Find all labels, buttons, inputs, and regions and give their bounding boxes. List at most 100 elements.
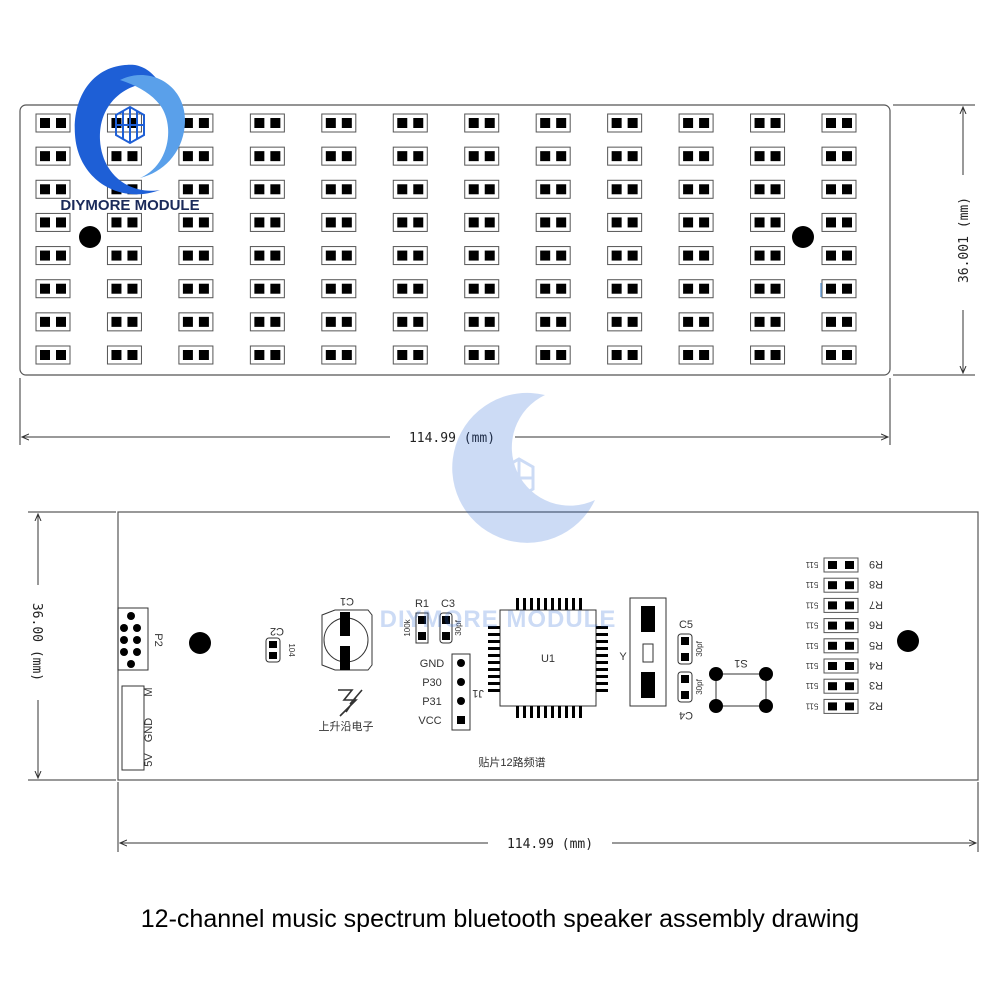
led-pad	[464, 246, 500, 266]
c2-value: 104	[287, 643, 296, 657]
led-pad	[750, 113, 786, 133]
led-pad	[607, 146, 643, 166]
led-pad	[821, 179, 857, 199]
led-pad	[249, 246, 285, 266]
power-connector: 5V GND M	[121, 685, 155, 771]
led-pad	[750, 146, 786, 166]
resistor-value: 511	[805, 560, 818, 569]
u1-pin	[488, 682, 500, 685]
led-pad	[178, 312, 214, 332]
led-pad	[607, 345, 643, 365]
led-pad	[321, 246, 357, 266]
mount-hole-left	[79, 226, 101, 248]
c3-value: 30pf	[454, 619, 463, 635]
resistor-value: 511	[805, 701, 818, 710]
led-pad	[392, 146, 428, 166]
r1-value: 100k	[403, 618, 412, 636]
u1-pin	[572, 598, 575, 610]
j1-header: GND P30 P31 VCC J1	[418, 653, 484, 731]
resistor-label: R2	[869, 699, 883, 711]
u1-pin	[488, 640, 500, 643]
bottom-mount-hole-right	[897, 630, 919, 652]
led-pad	[321, 146, 357, 166]
u1-pin	[558, 706, 561, 718]
u1-pin	[565, 706, 568, 718]
c5-c4-group: C5 30pf 30pf C4	[677, 619, 704, 721]
led-pad	[821, 113, 857, 133]
r1-c3-group: R1 C3 100k 30pf	[403, 598, 463, 644]
led-pad	[821, 312, 857, 332]
u1-pin	[523, 598, 526, 610]
led-pad	[35, 113, 71, 133]
led-pad	[392, 312, 428, 332]
led-pad	[392, 345, 428, 365]
p2-label: P2	[152, 633, 164, 646]
u1-pin	[579, 598, 582, 610]
u1-pin	[596, 633, 608, 636]
resistor-value: 511	[805, 681, 818, 690]
gnd-label: GND	[420, 658, 445, 670]
connector-5v-label: 5V	[143, 753, 155, 767]
u1-pin	[544, 598, 547, 610]
led-pad	[321, 312, 357, 332]
brand-logo: DIYMORE MODULE	[60, 64, 200, 214]
connector-m-label: M	[143, 687, 155, 696]
led-pad	[35, 212, 71, 232]
resistor-label: R7	[869, 598, 883, 610]
j1-label: J1	[472, 687, 484, 699]
led-pad	[821, 212, 857, 232]
led-pad	[106, 345, 142, 365]
u1-pin	[488, 647, 500, 650]
led-pad	[35, 312, 71, 332]
led-pad	[178, 246, 214, 266]
led-pad	[464, 113, 500, 133]
led-pad	[178, 345, 214, 365]
led-grid	[35, 113, 857, 365]
watermark: DIYMORE MODULE	[380, 392, 615, 633]
top-board-outline	[19, 104, 891, 376]
u1-pin	[558, 598, 561, 610]
u1-pin	[537, 706, 540, 718]
led-pad	[607, 212, 643, 232]
led-pad	[750, 279, 786, 299]
led-pad	[678, 113, 714, 133]
u1-pin	[551, 706, 554, 718]
led-pad	[321, 113, 357, 133]
led-pad	[35, 246, 71, 266]
top-width-dimension: 114.99 (mm)	[19, 378, 891, 446]
resistor-value: 511	[805, 641, 818, 650]
resistor-label: R4	[869, 659, 883, 671]
led-pad	[464, 179, 500, 199]
u1-pin	[596, 675, 608, 678]
u1-pin	[488, 675, 500, 678]
u1-pin	[596, 689, 608, 692]
c2-capacitor: C2 104	[265, 625, 296, 663]
led-pad	[535, 212, 571, 232]
u1-pin	[596, 654, 608, 657]
logo-text: DIYMORE MODULE	[60, 197, 199, 214]
led-pad	[535, 179, 571, 199]
c1-capacitor: C1	[321, 595, 373, 671]
u1-pin	[537, 598, 540, 610]
maker-logo: 上升沿电子	[319, 689, 374, 733]
board-name: 贴片12路频谱	[478, 755, 545, 769]
led-pad	[464, 212, 500, 232]
bottom-height-dimension: 36.00 (mm)	[28, 511, 116, 781]
resistor-value: 511	[805, 621, 818, 630]
p30-label: P30	[422, 677, 442, 689]
led-pad	[178, 279, 214, 299]
u1-pin	[596, 647, 608, 650]
led-pad	[607, 179, 643, 199]
led-pad	[535, 279, 571, 299]
vcc-label: VCC	[418, 715, 441, 727]
led-pad	[249, 113, 285, 133]
led-pad	[249, 146, 285, 166]
top-height-dimension: 36.001 (mm)	[893, 104, 975, 376]
led-pad	[678, 312, 714, 332]
r1-label: R1	[415, 598, 429, 610]
led-pad	[464, 146, 500, 166]
p2-connector: P2	[117, 607, 164, 671]
resistor-value: 511	[805, 600, 818, 609]
